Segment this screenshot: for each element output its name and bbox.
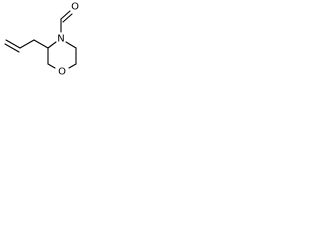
bond-n-c5: [65, 41, 77, 49]
ring-oxygen-label: O: [58, 67, 66, 78]
bond-c3-allyl-ch2: [33, 39, 49, 49]
chemical-structure-diagram: N O O: [4, 2, 79, 78]
bond-o-c2: [47, 63, 56, 69]
bond-allyl-double-b: [4, 43, 20, 53]
ring-nitrogen-label: N: [57, 34, 64, 45]
bond-allyl-ch2-ch: [19, 39, 35, 49]
bond-c6-o: [68, 63, 77, 69]
bond-c3-n: [47, 41, 57, 49]
bond-allyl-double-a: [5, 39, 21, 49]
bond-formyl-carbonyl-double-b: [62, 13, 73, 23]
carbonyl-oxygen-label: O: [71, 2, 79, 13]
bond-formyl-carbonyl-double-a: [60, 10, 71, 20]
